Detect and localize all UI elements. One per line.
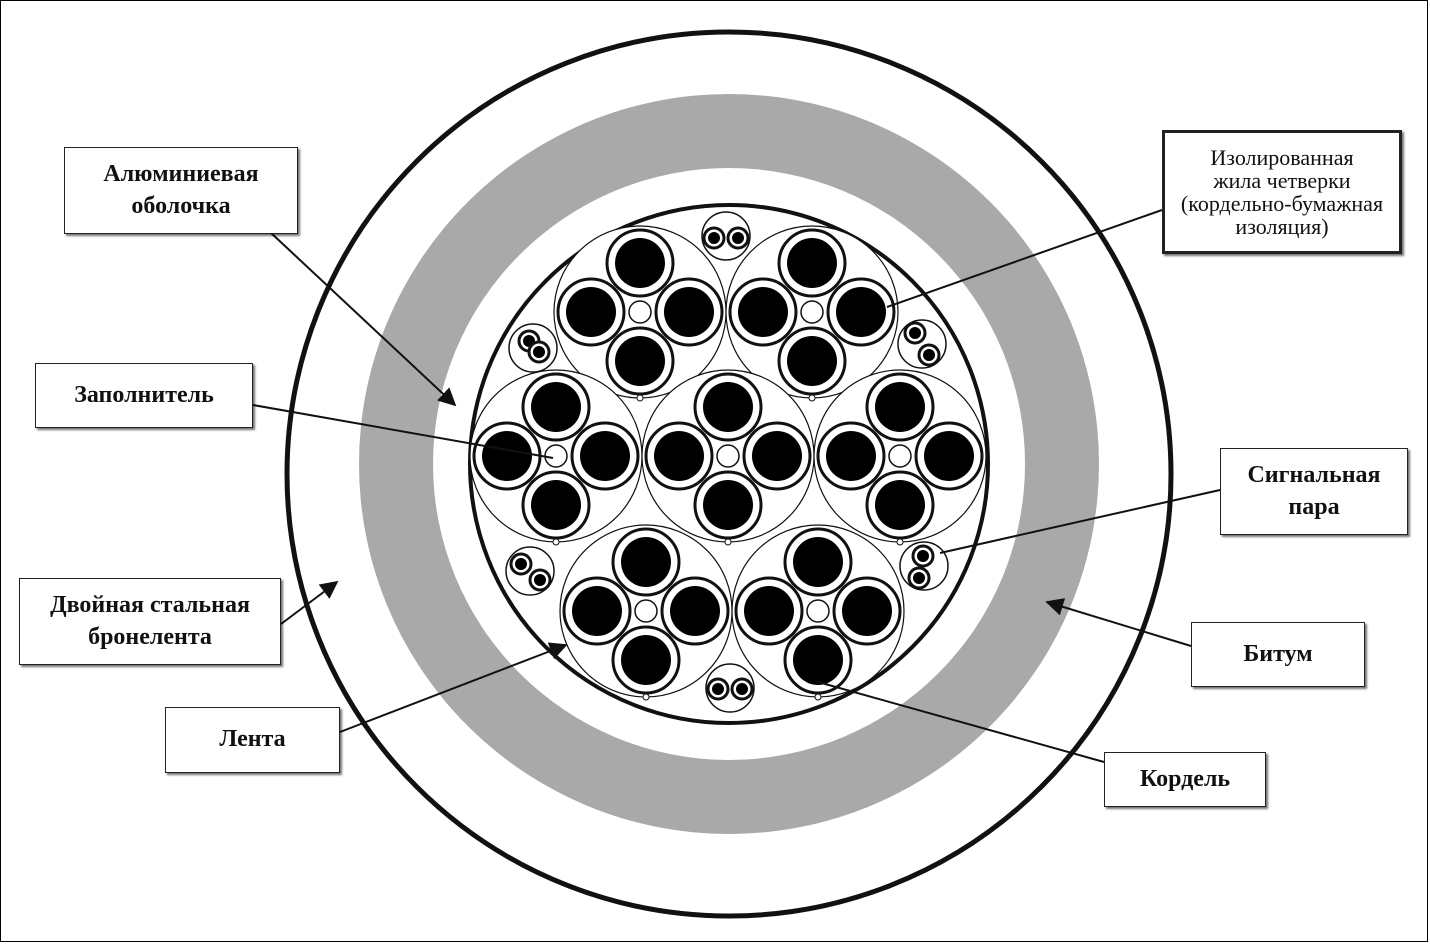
- signal-wire-conductor: [913, 572, 925, 584]
- cord-mark: [642, 693, 650, 701]
- signal-wire-conductor: [533, 346, 545, 358]
- signal-wire-conductor: [909, 327, 921, 339]
- signal-wire-conductor: [923, 349, 935, 361]
- core-conductor: [670, 586, 720, 636]
- filler-cord: [800, 300, 824, 324]
- cord-mark: [814, 693, 822, 701]
- quad-core: [559, 524, 733, 701]
- leader-cord: [817, 681, 1105, 763]
- signal-wire-conductor: [534, 574, 546, 586]
- core-conductor: [566, 287, 616, 337]
- leader-aluminum-sheath: [269, 231, 457, 407]
- core-conductor: [531, 382, 581, 432]
- quad-core: [469, 369, 643, 546]
- core-conductor: [572, 586, 622, 636]
- label-quad-core-text: Изолированная жила четверки (кордельно-б…: [1180, 144, 1384, 240]
- quad-core: [725, 225, 899, 402]
- signal-wire-conductor: [708, 232, 720, 244]
- label-cord-text: Кордель: [1139, 765, 1231, 792]
- quad-core: [553, 225, 727, 402]
- label-aluminum-sheath-text: Алюминиевая оболочка: [103, 161, 259, 219]
- core-conductor: [580, 431, 630, 481]
- core-conductor: [482, 431, 532, 481]
- core-conductor: [654, 431, 704, 481]
- core-conductor: [531, 480, 581, 530]
- core-conductor: [787, 238, 837, 288]
- leader-steel-armor: [280, 580, 339, 625]
- label-quad-core: Изолированная жила четверки (кордельно-б…: [1162, 130, 1402, 254]
- leader-bitumen: [1045, 598, 1192, 647]
- leader-tape: [339, 642, 568, 733]
- filler-cord: [634, 599, 658, 623]
- core-conductor: [842, 586, 892, 636]
- label-signal-pair: Сигнальная пара: [1220, 448, 1408, 535]
- signal-pair: [897, 319, 947, 369]
- quad-core: [813, 369, 987, 546]
- signal-wire-conductor: [736, 683, 748, 695]
- cord-mark: [636, 394, 644, 402]
- filler-cord: [628, 300, 652, 324]
- core-conductor: [621, 537, 671, 587]
- core-conductor: [664, 287, 714, 337]
- label-tape-text: Лента: [219, 726, 286, 753]
- core-conductor: [826, 431, 876, 481]
- signal-wire-conductor: [917, 550, 929, 562]
- core-conductor: [924, 431, 974, 481]
- signal-pairs-group: [505, 211, 949, 713]
- signal-pair: [899, 541, 949, 591]
- core-conductor: [752, 431, 802, 481]
- label-signal-pair-text: Сигнальная пара: [1247, 462, 1381, 520]
- quad-core: [731, 524, 905, 701]
- core-conductor: [615, 238, 665, 288]
- leader-lines-group: [252, 209, 1221, 763]
- leader-quad-core: [886, 209, 1163, 308]
- quad-core: [641, 369, 815, 546]
- core-conductor: [621, 635, 671, 685]
- label-filler: Заполнитель: [35, 363, 253, 428]
- core-conductor: [738, 287, 788, 337]
- core-conductor: [793, 537, 843, 587]
- label-tape: Лента: [165, 707, 340, 773]
- signal-pair: [505, 546, 555, 596]
- label-steel-armor-text: Двойная стальная бронелента: [50, 592, 250, 650]
- filler-cord: [716, 444, 740, 468]
- signal-wire-conductor: [515, 558, 527, 570]
- core-conductor: [787, 336, 837, 386]
- leader-signal-pair: [939, 489, 1221, 554]
- signal-wire-conductor: [712, 683, 724, 695]
- core-conductor: [875, 480, 925, 530]
- label-bitumen-text: Битум: [1243, 640, 1313, 667]
- leader-filler: [252, 404, 554, 459]
- quad-cores-group: [469, 225, 987, 701]
- signal-pair: [705, 663, 755, 713]
- cord-mark: [724, 538, 732, 546]
- core-conductor: [836, 287, 886, 337]
- core-conductor: [703, 480, 753, 530]
- cord-mark: [552, 538, 560, 546]
- cord-mark: [896, 538, 904, 546]
- filler-cord: [806, 599, 830, 623]
- label-aluminum-sheath: Алюминиевая оболочка: [64, 147, 298, 234]
- signal-pair: [508, 323, 558, 373]
- core-conductor: [793, 635, 843, 685]
- core-conductor: [703, 382, 753, 432]
- core-conductor: [615, 336, 665, 386]
- label-filler-text: Заполнитель: [74, 381, 214, 408]
- filler-cord: [544, 444, 568, 468]
- filler-cord: [888, 444, 912, 468]
- signal-wire-conductor: [732, 232, 744, 244]
- signal-pair: [701, 211, 751, 261]
- label-cord: Кордель: [1104, 752, 1266, 807]
- label-bitumen: Битум: [1191, 622, 1365, 687]
- core-conductor: [744, 586, 794, 636]
- core-conductor: [875, 382, 925, 432]
- cord-mark: [808, 394, 816, 402]
- label-steel-armor: Двойная стальная бронелента: [19, 578, 281, 665]
